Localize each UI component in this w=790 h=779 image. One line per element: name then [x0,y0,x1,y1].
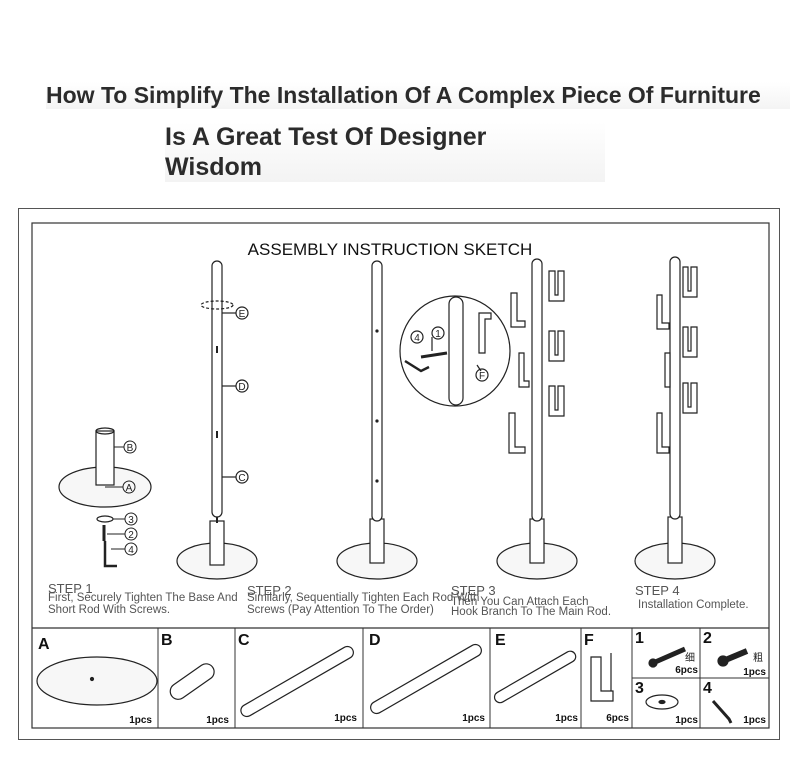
step2-text-line1: Similarly, Sequentially Tighten Each Rod… [247,592,479,604]
step3-drawing [496,258,578,580]
page-subheading: Is A Great Test Of Designer Wisdom [165,122,605,182]
part-e-rod [493,650,577,704]
callout-b: B [127,443,134,454]
part-b-short-rod [169,663,215,700]
callout-a: A [126,483,133,494]
part-1-note: 细 [685,651,695,664]
detail-callout-1: 1 [435,329,441,340]
part-d-rod [370,643,482,715]
part-f-hook [590,656,614,702]
part-c-rod [240,645,354,718]
detail-callout-f: F [479,371,485,382]
parts-grid [157,628,769,728]
part-f-qty: 6pcs [606,713,629,724]
step3-text-line2: Hook Branch To The Main Rod. [451,606,611,618]
step3-label: STEP 3 [451,583,496,598]
callout-d: D [238,382,245,393]
callout-2: 2 [128,530,134,541]
step3-text-line1: Then You Can Attach Each [451,596,588,608]
part-a-label: A [38,636,50,653]
part-f-label: F [584,632,594,649]
part-3-label: 3 [635,680,644,697]
part-1-qty: 6pcs [675,665,698,676]
part-1-label: 1 [635,630,644,647]
sketch-frame [31,222,770,729]
parts-art [36,643,749,724]
assembly-sketch: ASSEMBLY INSTRUCTION SKETCH B A 3 2 4 E … [31,222,770,729]
subheading-line-1: Is A Great Test Of Designer [165,123,487,151]
step4-label: STEP 4 [635,583,680,598]
step1-callouts [105,440,138,556]
part-4-qty: 1pcs [743,715,766,726]
part-a-base [36,656,158,706]
part-1-screw [651,646,687,666]
part-3-qty: 1pcs [675,715,698,726]
step1-drawing [58,427,152,568]
assembly-instruction-sheet: ASSEMBLY INSTRUCTION SKETCH B A 3 2 4 E … [18,208,780,740]
part-a-qty: 1pcs [129,715,152,726]
detail-callout-4: 4 [414,333,420,344]
step1-text-line2: Short Rod With Screws. [48,604,170,616]
part-4-allen-key [711,700,733,724]
subheading-line-2: Wisdom [165,153,262,181]
part-d-qty: 1pcs [462,713,485,724]
step2-text-line2: Screws (Pay Attention To The Order) [247,604,434,616]
part-b-qty: 1pcs [206,715,229,726]
part-2-note: 粗 [753,652,763,664]
part-c-qty: 1pcs [334,713,357,724]
callout-3: 3 [128,515,134,526]
callout-e: E [239,309,246,320]
callout-4: 4 [128,545,134,556]
part-d-label: D [369,632,381,649]
step1-text-line1: First, Securely Tighten The Base And [48,592,238,604]
part-e-label: E [495,632,506,649]
part-c-label: C [238,632,250,649]
hook-detail-drawing [399,295,511,407]
step1-label: STEP 1 [48,581,93,596]
sketch-title: ASSEMBLY INSTRUCTION SKETCH [248,240,533,259]
step4-drawing [634,256,716,580]
assembled-pole-drawing [336,260,418,580]
part-e-qty: 1pcs [555,713,578,724]
step4-text: Installation Complete. [638,599,749,611]
step2-drawing [176,260,258,580]
page-heading: How To Simplify The Installation Of A Co… [46,82,790,109]
callout-c: C [238,473,245,484]
part-4-label: 4 [703,680,712,697]
part-2-label: 2 [703,630,712,647]
step2-label: STEP 2 [247,583,292,598]
part-b-label: B [161,632,173,649]
part-2-qty: 1pcs [743,667,766,678]
